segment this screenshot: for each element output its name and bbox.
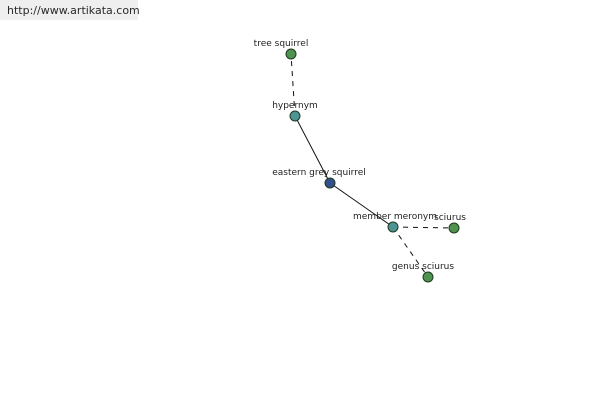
- node-label: genus sciurus: [392, 262, 454, 272]
- node-label: sciurus: [434, 213, 466, 223]
- node-marker[interactable]: [285, 48, 297, 60]
- node-marker[interactable]: [324, 177, 336, 189]
- node-marker[interactable]: [289, 110, 301, 122]
- node-label: hypernym: [272, 101, 318, 111]
- node-label: eastern grey squirrel: [272, 168, 366, 178]
- node-member-meronym[interactable]: member meronym: [353, 212, 437, 233]
- source-link[interactable]: http://www.artikata.com: [7, 4, 140, 17]
- node-marker[interactable]: [422, 271, 434, 283]
- node-sciurus[interactable]: sciurus: [434, 213, 466, 234]
- edge-member-meronym-to-sciurus: [392, 226, 455, 229]
- edges-layer: [290, 53, 455, 278]
- nodes-layer: tree squirrel hypernym eastern grey squirr…: [254, 39, 466, 283]
- edge-eastern-grey-squirrel-to-member-meronym: [329, 182, 394, 228]
- edge-eastern-grey-squirrel-to-hypernym: [294, 115, 331, 184]
- node-hypernym[interactable]: hypernym: [272, 101, 318, 122]
- node-marker[interactable]: [448, 222, 460, 234]
- node-eastern-grey-squirrel[interactable]: eastern grey squirrel: [272, 168, 366, 189]
- node-genus-sciurus[interactable]: genus sciurus: [392, 262, 454, 283]
- node-label: member meronym: [353, 212, 437, 222]
- node-tree-squirrel[interactable]: tree squirrel: [254, 39, 309, 60]
- source-bar: http://www.artikata.com: [0, 0, 140, 20]
- node-marker[interactable]: [387, 221, 399, 233]
- node-label: tree squirrel: [254, 39, 309, 49]
- edge-hypernym-to-tree-squirrel: [290, 53, 296, 117]
- edge-member-meronym-to-genus-sciurus: [392, 226, 429, 278]
